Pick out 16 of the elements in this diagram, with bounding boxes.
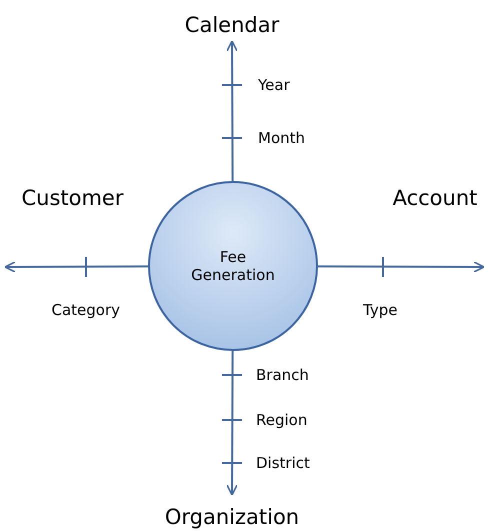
arrow	[4, 261, 148, 273]
dimension-label: Customer	[10, 183, 135, 213]
arrow	[318, 261, 485, 273]
dimension-label: Account	[385, 183, 485, 213]
fact-circle: Fee Generation	[148, 181, 318, 351]
level-label: Year	[258, 76, 290, 94]
arrow	[226, 40, 238, 181]
dimension-label: Calendar	[172, 10, 292, 40]
level-label: Type	[363, 301, 398, 319]
level-label: Category	[52, 301, 120, 319]
level-label: Region	[256, 411, 308, 429]
level-label: District	[256, 454, 310, 472]
level-label: Branch	[256, 366, 309, 384]
arrow	[226, 351, 238, 496]
level-label: Month	[258, 129, 306, 147]
dimension-label: Organization	[152, 502, 312, 531]
